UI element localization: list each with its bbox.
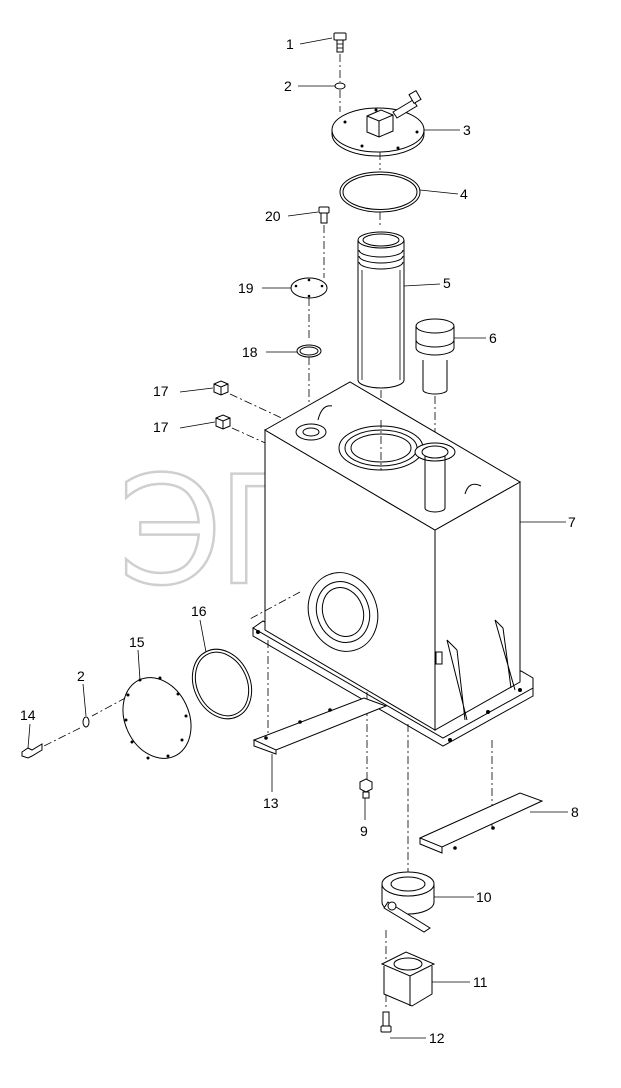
- plug-part-17-upper: [213, 380, 229, 396]
- callout-12: 12: [429, 1030, 445, 1046]
- callout-labels: 1 2 3 4 20 5 19 6 18 17 17 7 16 15 2 14 …: [20, 36, 579, 1046]
- callout-14: 14: [20, 707, 36, 723]
- callout-6: 6: [489, 330, 497, 346]
- callout-2-lower: 2: [77, 668, 85, 684]
- bolt-part-1: [333, 32, 347, 53]
- suction-flange-part-11: [380, 951, 436, 1007]
- callout-3: 3: [463, 122, 471, 138]
- callout-19: 19: [238, 280, 254, 296]
- drain-plug-part-9: [359, 778, 373, 799]
- filter-element-part-5: [357, 231, 405, 389]
- bolt-part-20: [318, 206, 330, 224]
- washer-part-2: [334, 82, 346, 90]
- valve-flange-part-10: [381, 871, 435, 933]
- hydraulic-tank-part-7: [252, 381, 534, 747]
- callout-9: 9: [360, 823, 368, 839]
- callout-4: 4: [460, 186, 468, 202]
- gasket-part-19: [290, 277, 328, 299]
- callout-1: 1: [286, 36, 294, 52]
- long-bolt-part-12: [380, 1011, 392, 1033]
- plug-part-17-lower: [215, 414, 231, 430]
- callout-20: 20: [265, 208, 281, 224]
- callout-13: 13: [263, 795, 279, 811]
- breather-part-6: [415, 318, 455, 395]
- callout-2: 2: [284, 78, 292, 94]
- callout-15: 15: [129, 634, 145, 650]
- plate-part-8: [418, 792, 544, 854]
- cover-plate-part-3: [331, 89, 425, 157]
- bolt-part-14: [21, 743, 43, 759]
- callout-11: 11: [473, 974, 488, 990]
- plate-part-13: [252, 697, 388, 755]
- callout-7: 7: [568, 514, 576, 530]
- callout-17-upper: 17: [153, 383, 169, 399]
- leader-lines: [27, 37, 568, 1039]
- callout-17-lower: 17: [153, 419, 169, 435]
- callout-16: 16: [191, 603, 207, 619]
- callout-5: 5: [443, 275, 451, 291]
- o-ring-part-18: [296, 344, 322, 358]
- o-ring-part-16: [191, 648, 253, 720]
- o-ring-part-4: [339, 171, 421, 213]
- cover-flange-part-15: [122, 676, 192, 760]
- callout-18: 18: [242, 344, 258, 360]
- callout-10: 10: [476, 889, 492, 905]
- callout-8: 8: [571, 804, 579, 820]
- washer-part-2-lower: [82, 716, 90, 728]
